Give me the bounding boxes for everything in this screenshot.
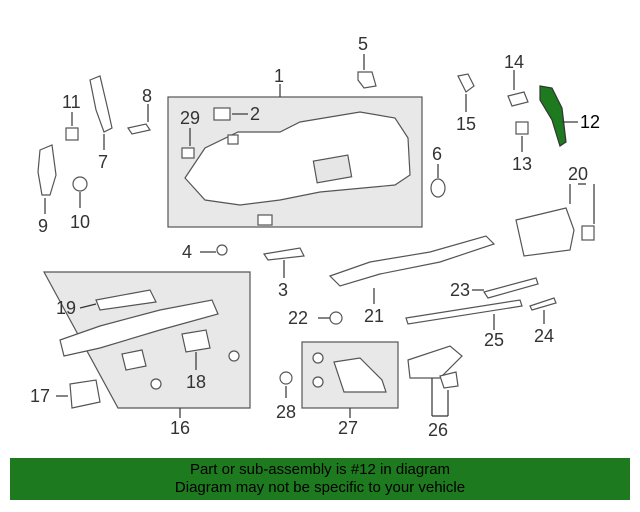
- part-16-bolt-b: [228, 350, 240, 362]
- part-27-guard: [333, 357, 387, 393]
- part-16-rail: [59, 299, 219, 357]
- part-24-strip: [529, 297, 557, 311]
- part-15-hook: [457, 73, 475, 93]
- part-16-bolt-a: [150, 378, 162, 390]
- callout-8: 8: [142, 86, 152, 106]
- part-2-clip: [213, 107, 231, 121]
- callout-10: 10: [70, 212, 90, 232]
- callout-6: 6: [432, 144, 442, 164]
- part-27-clip-b: [312, 376, 324, 388]
- part-5-clip: [357, 71, 377, 89]
- callout-13: 13: [512, 154, 532, 174]
- part-27-clip-a: [312, 352, 324, 364]
- callout-14: 14: [504, 52, 524, 72]
- callout-11: 11: [62, 92, 81, 112]
- part-20-panel: [515, 207, 575, 257]
- callout-23: 23: [450, 280, 470, 300]
- callout-28: 28: [276, 402, 296, 422]
- part-11-nut: [65, 127, 79, 141]
- part-20-clip: [581, 225, 595, 241]
- part-1-trim-panel: [184, 111, 411, 206]
- part-8-bolt: [127, 123, 151, 135]
- part-12-highlighted: [539, 85, 567, 147]
- callout-24: 24: [534, 326, 554, 346]
- part-4-clip: [216, 244, 228, 256]
- part-14-pad: [507, 91, 529, 107]
- callout-17: 17: [30, 386, 50, 406]
- callout-20: 20: [568, 164, 588, 184]
- part-26-housing: [407, 345, 463, 379]
- part-1-vent: [312, 154, 353, 184]
- callout-1: 1: [274, 66, 284, 86]
- callout-5: 5: [358, 34, 368, 54]
- part-6-grommet: [430, 178, 446, 198]
- part-17-bracket: [69, 379, 101, 409]
- callout-16: 16: [170, 418, 190, 438]
- callout-25: 25: [484, 330, 504, 350]
- callout-3: 3: [278, 280, 288, 300]
- part-28-grommet: [279, 371, 293, 385]
- banner-line-1: Part or sub-assembly is #12 in diagram: [189, 461, 451, 478]
- callout-2: 2: [250, 104, 260, 124]
- callout-15: 15: [456, 114, 476, 134]
- part-1-clip-a: [227, 134, 239, 145]
- callout-7: 7: [98, 152, 108, 172]
- leader-26: [431, 378, 449, 417]
- part-29-clip: [181, 147, 195, 159]
- callout-19: 19: [56, 298, 76, 318]
- part-19-bracket: [95, 289, 157, 311]
- part-16-block: [121, 349, 147, 371]
- part-26-clip: [439, 371, 459, 389]
- callout-4: 4: [182, 242, 192, 262]
- part-23-strip: [483, 277, 539, 299]
- part-13-block: [515, 121, 529, 135]
- part-10-clip: [72, 176, 88, 192]
- part-1-clip-b: [257, 214, 273, 226]
- callout-18: 18: [186, 372, 206, 392]
- part-21-rail: [328, 235, 496, 287]
- callout-27: 27: [338, 418, 358, 438]
- part-22-clip: [329, 311, 343, 325]
- parts-diagram: 1 2 3 4 5 6 7 8 9 10 11 12 13 14 15 16 1…: [30, 34, 600, 440]
- callout-12: 12: [580, 112, 600, 132]
- callout-9: 9: [38, 216, 48, 236]
- callout-21: 21: [364, 306, 384, 326]
- leader-19: [79, 303, 97, 309]
- callout-26: 26: [428, 420, 448, 440]
- part-18-block: [181, 329, 211, 353]
- part-3-strip: [262, 247, 305, 261]
- callout-29: 29: [180, 108, 200, 128]
- info-banner: Part or sub-assembly is #12 in diagram D…: [10, 458, 630, 500]
- callout-22: 22: [288, 308, 308, 328]
- leader-20: [569, 183, 595, 224]
- banner-line-2: Diagram may not be specific to your vehi…: [174, 479, 466, 496]
- part-9-cover: [37, 144, 57, 196]
- part-7-bracket: [89, 75, 113, 133]
- part-25-molding: [405, 299, 523, 325]
